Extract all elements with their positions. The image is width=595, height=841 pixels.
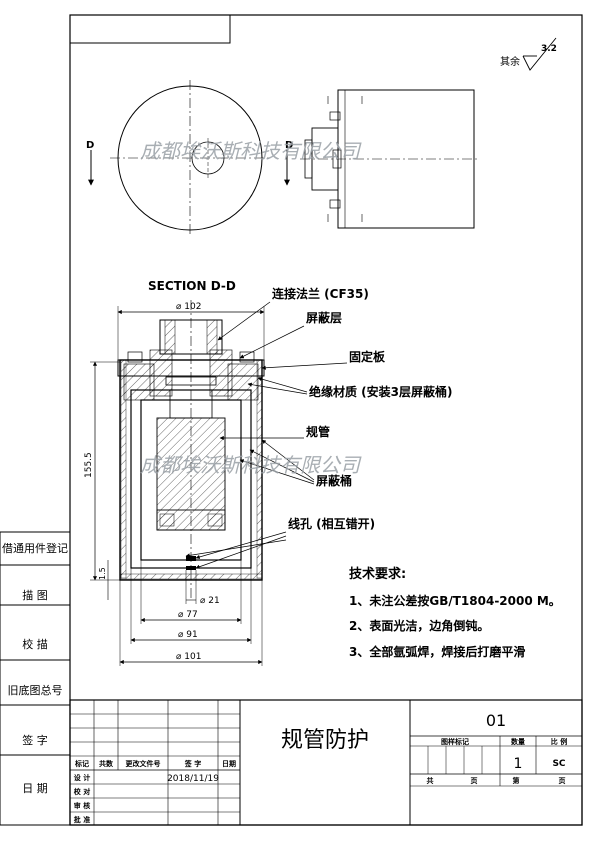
roughness-symbol: 其余 3.2	[500, 37, 557, 71]
top-view: D D	[86, 80, 293, 236]
tb-label-date: 日期	[222, 759, 236, 768]
dim-d101: ⌀ 101	[176, 652, 201, 662]
note-item-2: 2、表面光洁，边角倒钝。	[349, 618, 489, 633]
callout-gauge: 规管	[306, 424, 330, 439]
callout-bucket: 屏蔽桶	[315, 473, 352, 488]
section-marker-right: D	[285, 140, 293, 151]
tb-quantity: 1	[514, 756, 523, 772]
dim-d21: ⌀ 21	[200, 596, 220, 606]
watermark-top: 成都埃沃斯科技有限公司	[140, 139, 362, 163]
roughness-prefix: 其余	[500, 55, 520, 68]
tb-label-pages: 页	[471, 777, 478, 785]
dim-d77: ⌀ 77	[178, 610, 198, 620]
tb-label-total: 共	[427, 776, 434, 785]
tb-label-change-doc: 更改文件号	[126, 759, 161, 768]
section-marker-left: D	[86, 140, 94, 151]
section-title: SECTION D-D	[148, 279, 236, 293]
left-strip: 借通用件登记 描 图 校 描 旧底图总号 签 字 日 期	[0, 531, 71, 826]
left-strip-old-number: 旧底图总号	[8, 683, 63, 697]
callout-shield-layer: 屏蔽层	[305, 310, 342, 325]
callout-flange: 连接法兰 (CF35)	[272, 286, 369, 301]
tb-label-drawing-mark: 图样标记	[441, 737, 469, 746]
callout-wire-holes: 线孔 (相互错开)	[288, 516, 375, 531]
tb-date: 2018/11/19	[167, 774, 219, 784]
tb-label-count: 共数	[99, 759, 114, 768]
section-view: SECTION D-D	[117, 279, 265, 600]
tb-label-mark: 标记	[74, 759, 89, 768]
roughness-value: 3.2	[541, 44, 557, 54]
note-item-1: 1、未注公差按GB/T1804-2000 M。	[349, 593, 561, 608]
dim-small: 1.5	[98, 567, 107, 580]
notes-heading: 技术要求:	[349, 566, 406, 582]
frame	[69, 14, 583, 826]
watermarks: 成都埃沃斯科技有限公司 成都埃沃斯科技有限公司	[140, 139, 362, 477]
dim-d91: ⌀ 91	[178, 630, 198, 640]
tb-label-proof: 校 对	[74, 787, 90, 796]
tb-label-design: 设 计	[74, 773, 90, 782]
left-strip-date: 日 期	[22, 782, 48, 795]
left-strip-signature: 签 字	[22, 733, 48, 747]
drawing-number: 01	[486, 711, 506, 730]
tb-label-quantity: 数量	[511, 737, 525, 746]
tb-label-review: 审 核	[74, 801, 90, 810]
left-strip-trace: 描 图	[22, 588, 48, 602]
left-strip-borrow: 借通用件登记	[2, 541, 68, 555]
tb-ratio: SC	[552, 759, 565, 769]
technical-notes: 技术要求: 1、未注公差按GB/T1804-2000 M。 2、表面光洁，边角倒…	[349, 566, 561, 659]
callouts: 连接法兰 (CF35) 屏蔽层 固定板 绝缘材质 (安装3层屏蔽桶) 规管 屏蔽…	[185, 286, 453, 569]
side-view	[300, 89, 480, 229]
note-item-3: 3、全部氩弧焊，焊接后打磨平滑	[349, 644, 525, 659]
left-strip-check: 校 描	[22, 637, 48, 651]
callout-plate: 固定板	[349, 349, 386, 364]
dimensions: ⌀ 102 155.5 1.5 ⌀ 21 ⌀ 77 ⌀ 91 ⌀ 101	[84, 302, 265, 666]
tb-label-sheet-pages: 页	[559, 777, 566, 785]
dim-height: 155.5	[84, 452, 94, 478]
watermark-middle: 成都埃沃斯科技有限公司	[140, 453, 362, 477]
tb-label-sign: 签 字	[184, 759, 201, 768]
callout-insulation: 绝缘材质 (安装3层屏蔽桶)	[309, 384, 453, 399]
title-block: 标记 共数 更改文件号 签 字 日期 设 计 校 对 审 核 批 准 2018/…	[69, 699, 583, 826]
dim-top: ⌀ 102	[176, 302, 201, 312]
tb-label-approve: 批 准	[74, 815, 90, 824]
tb-label-sheet: 第	[513, 776, 520, 785]
tb-label-ratio: 比 例	[551, 737, 567, 746]
drawing-name: 规管防护	[281, 728, 369, 753]
